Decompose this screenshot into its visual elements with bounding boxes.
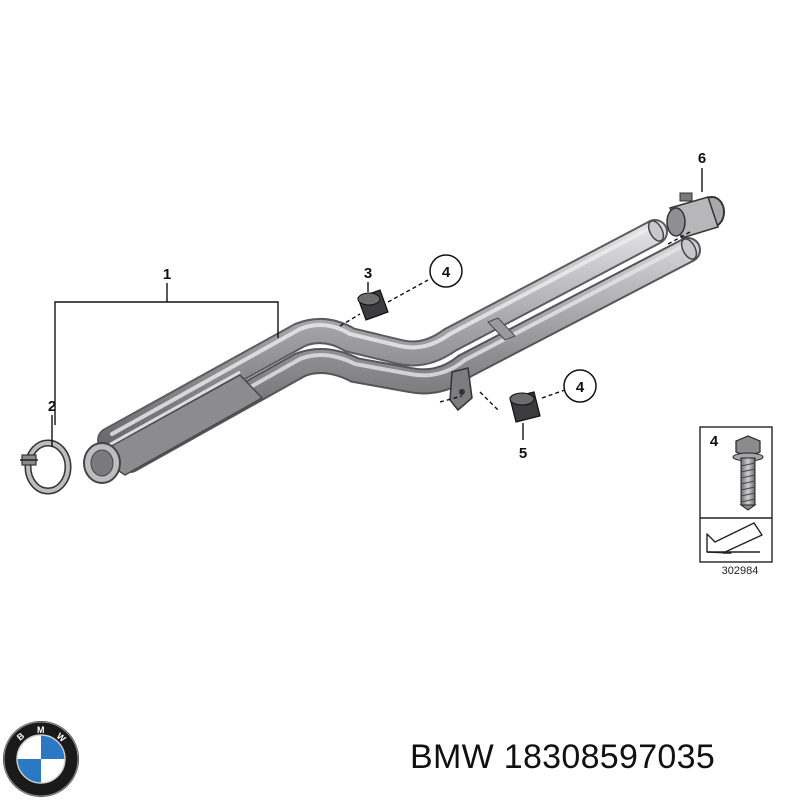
callout-1: 1	[163, 266, 171, 283]
leader-lines	[51, 168, 703, 447]
reference-code: 302984	[722, 565, 759, 577]
callout-3: 3	[364, 265, 372, 282]
part-label: BMW 18308597035	[410, 738, 715, 777]
callout-2: 2	[48, 398, 56, 415]
part-number: 18308597035	[503, 738, 716, 776]
callout-4-upper: 4	[442, 264, 451, 281]
rubber-mount-icon	[509, 391, 541, 423]
callout-4-lower: 4	[576, 379, 585, 396]
bmw-logo: B M W	[3, 721, 79, 797]
exhaust-pipe-icon	[83, 219, 701, 484]
bmw-logo-letter: M	[37, 725, 45, 735]
bolt-inset-number: 4	[710, 433, 719, 450]
pipe-clamp-icon	[20, 439, 72, 495]
pipe-clamp-icon	[666, 192, 725, 239]
callout-5: 5	[519, 445, 527, 462]
bolt-inset: 4	[699, 426, 773, 563]
bmw-logo-letter: B	[15, 730, 27, 742]
hex-bolt-icon	[732, 435, 764, 511]
callout-4-circle	[429, 254, 463, 288]
callout-4-circle	[563, 369, 597, 403]
brand-name: BMW	[410, 738, 494, 776]
rubber-mount-icon	[357, 289, 389, 321]
install-arrow-icon	[706, 522, 763, 554]
callout-6: 6	[698, 150, 706, 167]
